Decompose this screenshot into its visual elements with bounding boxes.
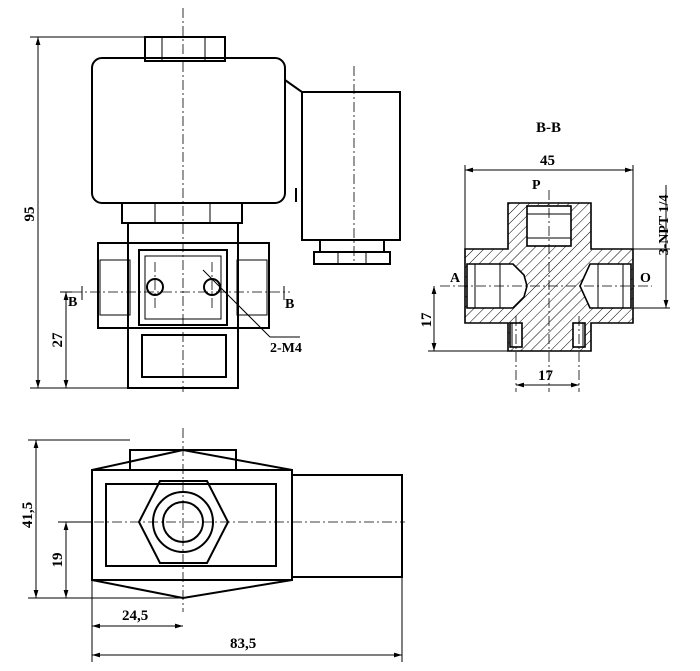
- dim-width: 41,5: [20, 502, 36, 528]
- section-mark-left: B: [68, 295, 77, 310]
- dim-lower-height: 27: [50, 332, 66, 348]
- top-view: 41,5 19 24,5 83,5: [20, 428, 405, 662]
- dim-thread-note: 3-NPT 1/4: [657, 195, 672, 256]
- dim-port-spacing: 17: [538, 368, 554, 384]
- front-view: B B 2-M4 95 27: [22, 8, 401, 392]
- port-label-o: O: [640, 271, 651, 286]
- section-mark-right: B: [285, 297, 294, 312]
- port-label-a: A: [450, 271, 461, 286]
- dim-offset: 19: [50, 553, 66, 568]
- callout-2-m4: 2-M4: [270, 341, 302, 356]
- dim-overall-height: 95: [22, 207, 38, 222]
- dim-port-height: 17: [419, 312, 435, 328]
- dim-section-width: 45: [540, 153, 555, 169]
- section-title: B-B: [536, 120, 561, 136]
- dim-overall-length: 83,5: [230, 636, 256, 652]
- section-view-b-b: B-B P A O 45 3-: [419, 120, 672, 392]
- port-label-p: P: [532, 178, 541, 193]
- dim-axis-offset: 24,5: [122, 608, 148, 624]
